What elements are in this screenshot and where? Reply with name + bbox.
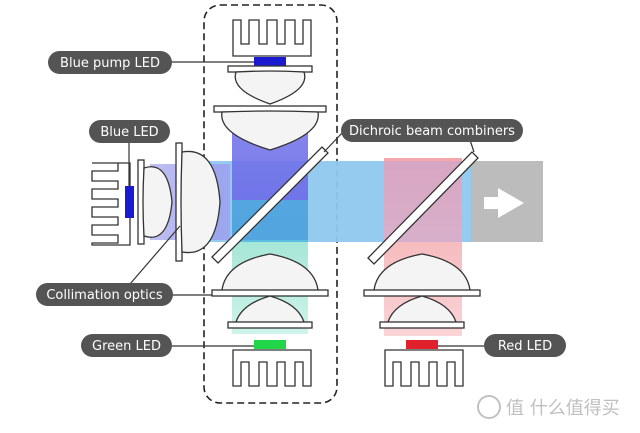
red-heatsink [384, 349, 464, 387]
blue-led-heatsink [91, 162, 131, 246]
label-blue-pump-led: Blue pump LED [48, 51, 172, 74]
watermark-text: 值 什么值得买 [506, 398, 620, 419]
label-dichroic: Dichroic beam combiners [341, 119, 523, 142]
label-red-led-text: Red LED [498, 339, 552, 354]
label-blue-pump-led-text: Blue pump LED [60, 56, 160, 71]
red-lens [363, 253, 481, 329]
green-lens [211, 253, 329, 329]
dichroic-plate-2 [367, 151, 479, 265]
red-emitter [406, 340, 438, 349]
right-arrow-icon [484, 188, 524, 218]
green-heatsink [232, 349, 312, 387]
blue-pump-emitter [254, 57, 286, 66]
leader-collimation-2 [129, 225, 181, 285]
green-emitter [254, 340, 286, 349]
label-blue-led-text: Blue LED [100, 125, 158, 140]
dichroic-plate-1 [211, 146, 329, 264]
label-dichroic-text: Dichroic beam combiners [349, 124, 515, 139]
watermark: 值 什么值得买 [477, 395, 620, 419]
blue-led-emitter [125, 186, 134, 218]
label-green-led-text: Green LED [92, 339, 161, 354]
label-collimation: Collimation optics [36, 283, 173, 306]
label-collimation-text: Collimation optics [46, 288, 163, 303]
label-blue-led: Blue LED [89, 120, 170, 143]
blue-pump-lens [213, 65, 327, 151]
leader-dichroic-1 [323, 130, 345, 153]
blue-pump-heatsink [232, 19, 312, 57]
price-logo-icon [477, 395, 501, 419]
label-red-led: Red LED [484, 334, 566, 357]
label-green-led: Green LED [81, 334, 172, 357]
blue-led-lens [137, 142, 221, 262]
